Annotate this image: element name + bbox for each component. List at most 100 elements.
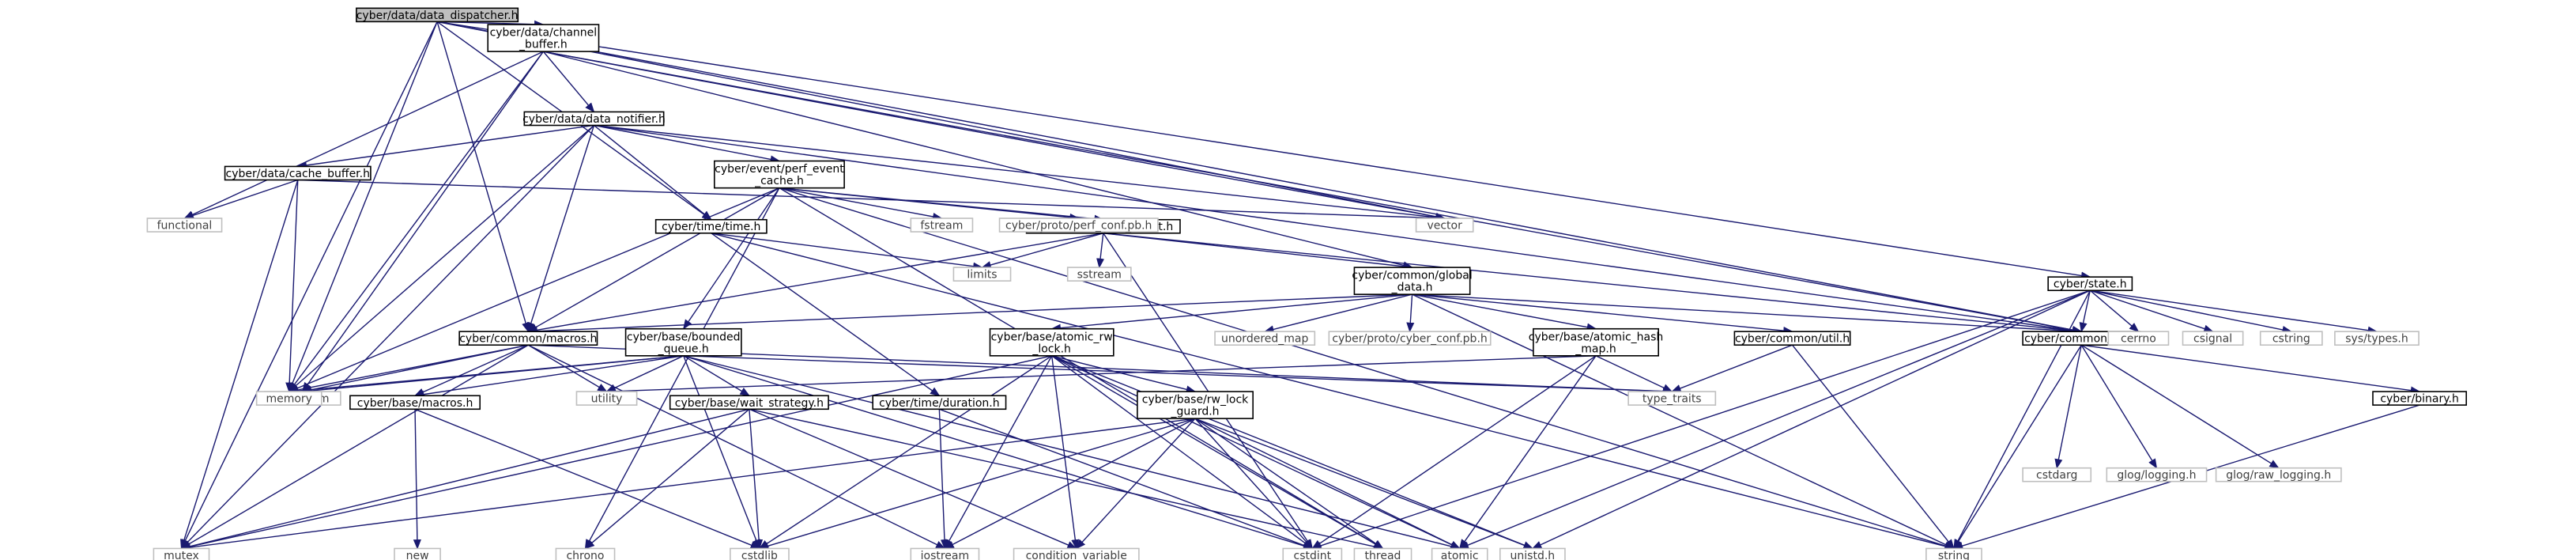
node-binary-h[interactable]: cyber/binary.h (2372, 391, 2468, 406)
edge-perf_event-to-cstdint (1103, 233, 1314, 550)
edge-global_data-to-string (1412, 293, 1956, 550)
edge-atomic_rw_lock-to-iostream (944, 355, 1053, 550)
edge-duration_h-to-cstdint (939, 408, 1314, 550)
node-box (2047, 276, 2133, 292)
node-label: cyber/data/cache_buffer.h (226, 168, 370, 180)
include-edge (584, 187, 780, 550)
node-glog-raw-logging: glog/raw_logging.h (2215, 467, 2342, 482)
node-box (669, 395, 829, 411)
edge-global_data-to-atomic_rw_lock (1050, 293, 1412, 332)
node-state-h[interactable]: cyber/state.h (2047, 276, 2133, 292)
edge-global_data-to-cyber_conf (1406, 294, 1415, 333)
node-time-h[interactable]: cyber/time/time.h (654, 218, 768, 234)
edge-state_h-to-atomic (1458, 289, 2091, 550)
node-label: cstdarg (2036, 469, 2077, 482)
node-channel-buffer[interactable]: cyber/data/channel_buffer.h (487, 24, 600, 52)
node-util-h[interactable]: cyber/common/util.h (1733, 331, 1851, 346)
edge-wait_strategy-to-mutex (180, 408, 750, 551)
edge-log_h-to-string (1953, 344, 2082, 550)
node-bounded-queue[interactable]: cyber/base/bounded_queue.h (624, 327, 742, 357)
include-edge (1671, 344, 1793, 392)
node-box (2022, 467, 2092, 482)
edge-rw_lock_guard-to-condition_variable (1075, 418, 1196, 550)
edge-util_h-to-string (1791, 344, 1955, 550)
edge-macros_common-to-iostream (528, 344, 946, 550)
include-edge (1406, 294, 1415, 333)
node-box (1013, 547, 1140, 560)
node-data-dispatcher[interactable]: cyber/data/data_dispatcher.h (356, 7, 519, 23)
node-label: string (1938, 550, 1970, 560)
edge-channel_buffer-to-functional (183, 51, 544, 219)
include-edge (436, 21, 530, 333)
edge-perf_event_cache-to-fstream (779, 187, 943, 221)
node-label: cyber/event/perf_event (715, 163, 844, 176)
node-label: functional (157, 220, 213, 233)
edge-bounded_queue-to-atomic (683, 355, 1461, 551)
node-box (1214, 331, 1316, 346)
node-rw-lock-guard[interactable]: cyber/base/rw_lock_guard.h (1137, 391, 1254, 419)
edge-rw_lock_guard-to-unistd (1194, 418, 1534, 550)
edge-atomic_hash_map-to-atomic (1458, 355, 1597, 550)
edge-atomic_rw_lock-to-cstdint (1051, 355, 1314, 550)
node-atomic-rw-lock[interactable]: cyber/base/atomic_rw_lock.h (989, 327, 1115, 357)
include-edge (413, 344, 529, 396)
node-mutex: mutex (153, 547, 210, 560)
edge-wait_strategy-to-cstdlib (749, 409, 764, 550)
include-edge (543, 51, 1413, 270)
node-box (730, 547, 790, 560)
node-base-macros[interactable]: cyber/base/macros.h (349, 395, 481, 411)
include-edge (749, 408, 1077, 550)
edge-perf_event_cache-to-string (779, 187, 1956, 550)
edge-bounded_queue-to-algorithm (301, 355, 684, 395)
node-atomic-hash-map[interactable]: cyber/base/atomic_hash_map.h (1529, 327, 1664, 357)
edge-cache_buffer-to-functional (183, 179, 298, 220)
include-edge (436, 21, 2083, 335)
node-box (255, 391, 322, 406)
node-label: cyber/proto/perf_conf.pb.h (1005, 220, 1152, 233)
node-label: cyber/data/channel (490, 27, 598, 40)
node-global-data[interactable]: cyber/common/global_data.h (1352, 267, 1473, 295)
include-edge (527, 187, 780, 332)
include-edge (542, 51, 595, 113)
edge-state_h-to-cerrno (2089, 289, 2140, 332)
edge-global_data-to-util_h (1412, 293, 1793, 335)
node-box (1431, 547, 1488, 560)
node-thread: thread (1353, 547, 1412, 560)
edge-channel_buffer-to-log_h (543, 51, 2083, 335)
node-box (153, 547, 210, 560)
include-edge (1412, 293, 2083, 335)
node-label: cstdlib (741, 550, 778, 560)
node-cstdlib: cstdlib (730, 547, 790, 560)
edge-bounded_queue-to-wait_strategy (683, 355, 750, 396)
include-edge (1595, 355, 1673, 392)
node-cache-buffer[interactable]: cyber/data/cache_buffer.h (224, 165, 372, 181)
include-edge (749, 408, 1384, 551)
node-label: mutex (164, 550, 199, 560)
node-perf-event-cache[interactable]: cyber/event/perf_event_cache.h (714, 160, 845, 189)
node-duration-h[interactable]: cyber/time/duration.h (872, 395, 1007, 411)
edge-atomic_rw_lock-to-mutex (180, 355, 1052, 551)
include-edge (543, 51, 2083, 335)
include-edge (1051, 355, 1461, 550)
node-macros-common[interactable]: cyber/common/macros.h (458, 331, 598, 346)
include-edge (758, 418, 1196, 551)
node-box (1627, 391, 1717, 406)
node-unistd: unistd.h (1499, 547, 1566, 560)
edge-channel_buffer-to-memory (288, 51, 544, 393)
node-data-notifier[interactable]: cyber/data/data_notifier.h (522, 111, 666, 127)
edge-bounded_queue-to-base_macros (413, 355, 684, 399)
node-box (523, 111, 665, 127)
edge-channel_buffer-to-global_data (543, 51, 1413, 270)
edge-log_h-to-binary_h (2081, 344, 2421, 395)
edge-wait_strategy-to-condition_variable (749, 408, 1077, 550)
node-sstream: sstream (1066, 267, 1132, 282)
edge-data_dispatcher-to-log_h (436, 21, 2083, 335)
node-box (1328, 331, 1492, 346)
node-iostream: iostream (910, 547, 980, 560)
node-box (349, 395, 481, 411)
node-label: cyber/common/util.h (1735, 333, 1850, 346)
node-functional: functional (146, 218, 223, 233)
node-box (487, 24, 600, 52)
node-wait-strategy[interactable]: cyber/base/wait_strategy.h (669, 395, 829, 411)
include-edge (605, 355, 685, 392)
